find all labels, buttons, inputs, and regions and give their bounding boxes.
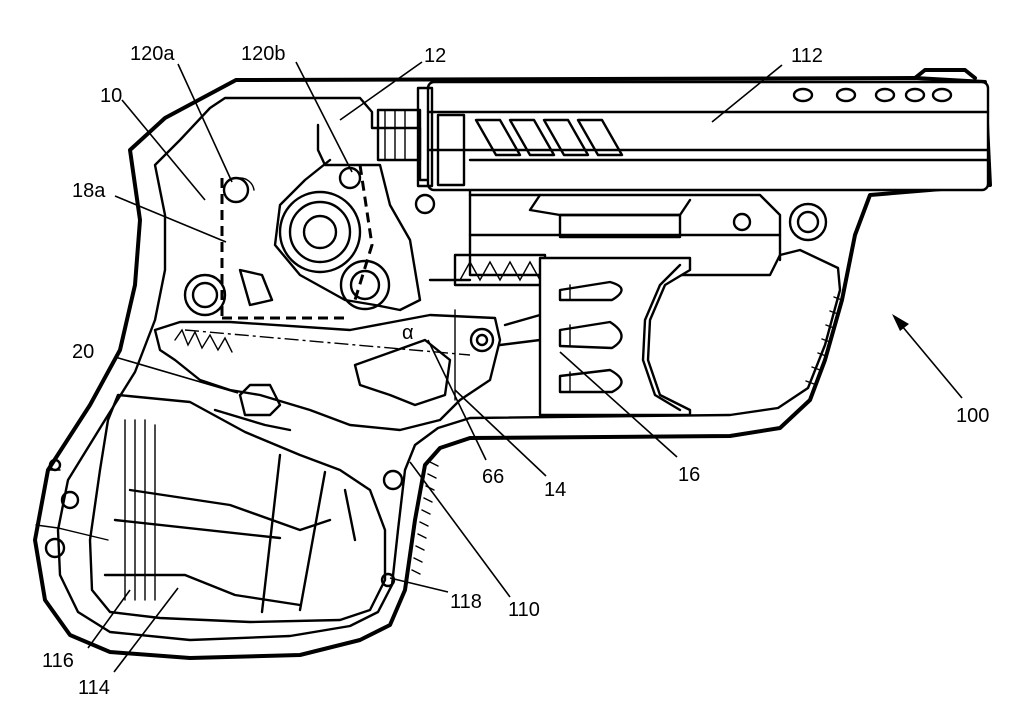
slide bbox=[376, 68, 990, 192]
front-strap-serrations bbox=[411, 296, 843, 575]
arrow-100 bbox=[892, 314, 963, 399]
label-112: 112 bbox=[791, 45, 823, 67]
label-18a: 18a bbox=[72, 180, 106, 202]
label-12: 12 bbox=[424, 45, 446, 67]
leader-lines bbox=[87, 61, 783, 673]
reference-labels: 120a 10 120b 12 112 18a 20 α 66 14 16 10… bbox=[42, 43, 989, 699]
label-100: 100 bbox=[956, 405, 989, 427]
label-10: 10 bbox=[100, 85, 122, 107]
label-116: 116 bbox=[42, 650, 74, 672]
cartridge-holder bbox=[538, 256, 692, 417]
label-20: 20 bbox=[72, 341, 94, 363]
hammer-assembly bbox=[222, 123, 472, 312]
label-16: 16 bbox=[678, 464, 700, 486]
frame-outline bbox=[33, 76, 992, 660]
slide-serrations bbox=[474, 118, 624, 157]
sear-block bbox=[153, 268, 542, 432]
frame-screws bbox=[44, 458, 404, 588]
cartridges bbox=[558, 280, 623, 394]
label-110: 110 bbox=[508, 599, 540, 621]
label-alpha: α bbox=[402, 322, 414, 344]
label-120b: 120b bbox=[241, 43, 286, 65]
slide-vent-holes bbox=[792, 87, 953, 103]
label-66: 66 bbox=[482, 466, 504, 488]
trigger-bar-dashed bbox=[184, 164, 471, 356]
magazine bbox=[88, 393, 387, 624]
label-118: 118 bbox=[450, 591, 482, 613]
label-14: 14 bbox=[544, 479, 566, 501]
label-120a: 120a bbox=[130, 43, 175, 65]
frame-internals bbox=[414, 193, 828, 262]
label-114: 114 bbox=[78, 677, 110, 699]
